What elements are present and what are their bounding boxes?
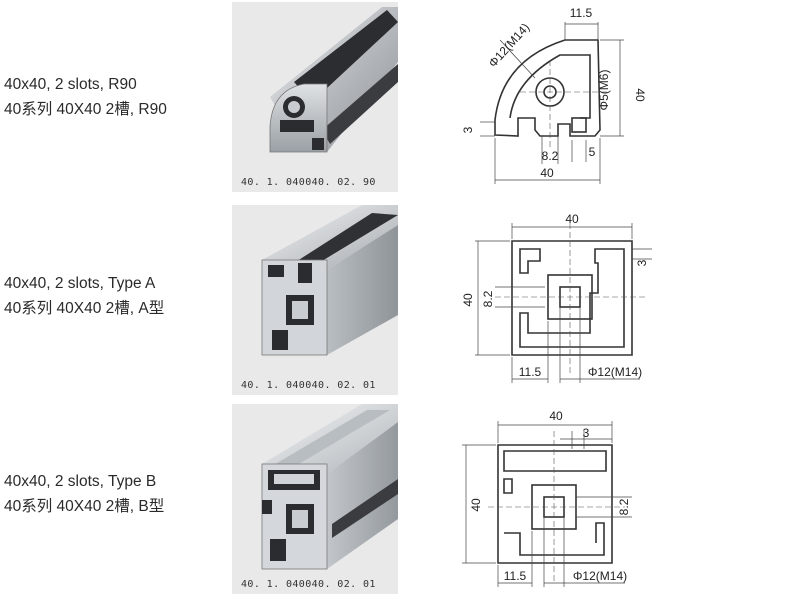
profile-label: 40x40, 2 slots, Type A 40系列 40X40 2槽, A型 bbox=[4, 271, 229, 321]
dim-left: 40 bbox=[461, 293, 475, 307]
dim-bottom-left: 11.5 bbox=[519, 365, 542, 379]
dim-right-inner: 8.2 bbox=[617, 498, 631, 515]
profile-row-type-a: 40x40, 2 slots, Type A 40系列 40X40 2槽, A型 bbox=[0, 203, 800, 398]
type-a-technical-drawing: 40 3 40 8.2 11.5 Φ12(M14) bbox=[461, 212, 652, 383]
dim-right-inner: Φ5(M6) bbox=[597, 70, 611, 111]
product-code: 40. 1. 040040. 02. 90 bbox=[241, 177, 376, 188]
profile-name-cn: 40系列 40X40 2槽, A型 bbox=[4, 300, 165, 317]
dim-left-inner: 8.2 bbox=[481, 290, 495, 307]
profile-name-en: 40x40, 2 slots, Type B bbox=[4, 473, 157, 490]
profile-name-cn: 40系列 40X40 2槽, B型 bbox=[4, 498, 165, 515]
dim-left: 3 bbox=[461, 126, 475, 133]
profile-label: 40x40, 2 slots, Type B 40系列 40X40 2槽, B型 bbox=[4, 469, 229, 519]
type-b-technical-drawing: 40 3 40 8.2 11.5 Φ12(M14) bbox=[462, 409, 632, 587]
profile-name-en: 40x40, 2 slots, R90 bbox=[4, 76, 137, 93]
type-b-extrusion-render bbox=[261, 404, 398, 570]
dim-bottom-right: Φ12(M14) bbox=[573, 569, 627, 583]
dim-top: 11.5 bbox=[570, 6, 593, 20]
dim-bottom: 40 bbox=[540, 166, 554, 180]
profile-label: 40x40, 2 slots, R90 40系列 40X40 2槽, R90 bbox=[4, 72, 229, 122]
dim-bottom-left: 11.5 bbox=[504, 569, 527, 583]
profile-photo: 40. 1. 040040. 02. 01 bbox=[232, 404, 398, 594]
dim-diag: Φ12(M14) bbox=[486, 20, 533, 70]
profile-photo: 40. 1. 040040. 02. 90 bbox=[232, 2, 398, 192]
dim-bottom-b: 5 bbox=[589, 145, 596, 159]
product-code: 40. 1. 040040. 02. 01 bbox=[241, 380, 376, 391]
dim-top-inner: 3 bbox=[583, 426, 590, 440]
profile-name-en: 40x40, 2 slots, Type A bbox=[4, 275, 156, 292]
dim-bottom-a: 8.2 bbox=[542, 149, 559, 163]
profile-row-r90: 40x40, 2 slots, R90 40系列 40X40 2槽, R90 4… bbox=[0, 0, 800, 195]
dim-top: 40 bbox=[565, 212, 579, 226]
dim-top: 40 bbox=[549, 409, 563, 423]
dim-left: 40 bbox=[469, 498, 483, 512]
profile-name-cn: 40系列 40X40 2槽, R90 bbox=[4, 101, 167, 118]
type-a-extrusion-render bbox=[261, 205, 398, 356]
r90-extrusion-render bbox=[269, 7, 398, 153]
dim-right: 40 bbox=[633, 88, 647, 102]
r90-technical-drawing: 11.5 40 Φ5(M6) Φ12(M14) 3 8.2 5 40 bbox=[461, 6, 647, 184]
dim-bottom-right: Φ12(M14) bbox=[588, 365, 642, 379]
product-code: 40. 1. 040040. 02. 01 bbox=[241, 579, 376, 590]
dim-right: 3 bbox=[635, 259, 649, 266]
profile-photo: 40. 1. 040040. 02. 01 bbox=[232, 205, 398, 395]
profile-row-type-b: 40x40, 2 slots, Type B 40系列 40X40 2槽, B型 bbox=[0, 403, 800, 598]
